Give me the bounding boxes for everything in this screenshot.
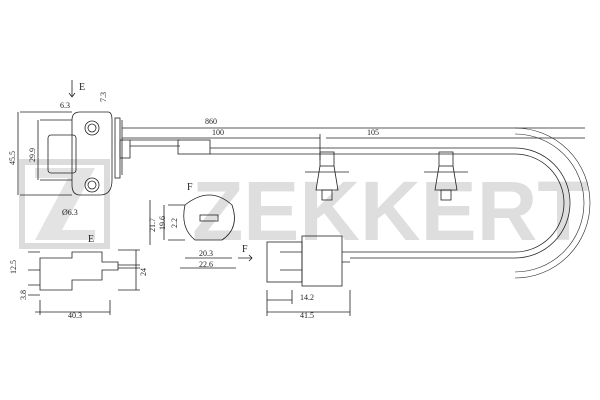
dim-flange-thickness: 7.3 [99,92,108,102]
sensor-front-view [17,111,131,196]
dim-overall-length: 860 [205,117,217,126]
dim-connector-key: 2.2 [170,218,179,228]
clip-1 [305,151,349,201]
dim-connector-width-inner: 20.3 [199,249,213,258]
dim-connector-width-outer: 22.6 [199,260,213,269]
dim-hole-diameter: Ø6.3 [62,208,78,217]
dim-side-height-a: 12.5 [9,260,18,274]
view-f-label-plug: F [242,244,248,255]
plug-side-view [266,235,351,316]
connector-front-view [149,194,236,269]
clip-2 [424,151,468,201]
view-e-label-side: E [88,234,94,245]
svg-text:ZEKKERT: ZEKKERT [192,164,589,258]
dim-hole-spacing: 29.9 [28,148,37,162]
dim-side-length: 40.3 [68,311,82,320]
cable [130,139,571,259]
sensor-side-view [28,249,140,315]
dim-sensor-top-offset: 6.3 [60,101,70,110]
zekkert-watermark: ZEKKERT [19,159,589,258]
dim-side-height-b: 3.8 [19,290,28,300]
dim-connector-height-outer: 21.7 [148,218,157,232]
dim-connector-height-inner: 19.6 [158,216,167,230]
view-e-label: E [79,82,85,93]
dim-sensor-height: 45.5 [8,151,17,165]
dim-side-total-height: 24 [139,268,148,276]
view-f-label: F [187,182,193,193]
dim-plug-length: 41.5 [300,311,314,320]
dim-plug-inner: 14.2 [300,293,314,302]
dim-clip-spacing: 105 [367,128,379,137]
dim-first-clip: 100 [212,128,224,137]
